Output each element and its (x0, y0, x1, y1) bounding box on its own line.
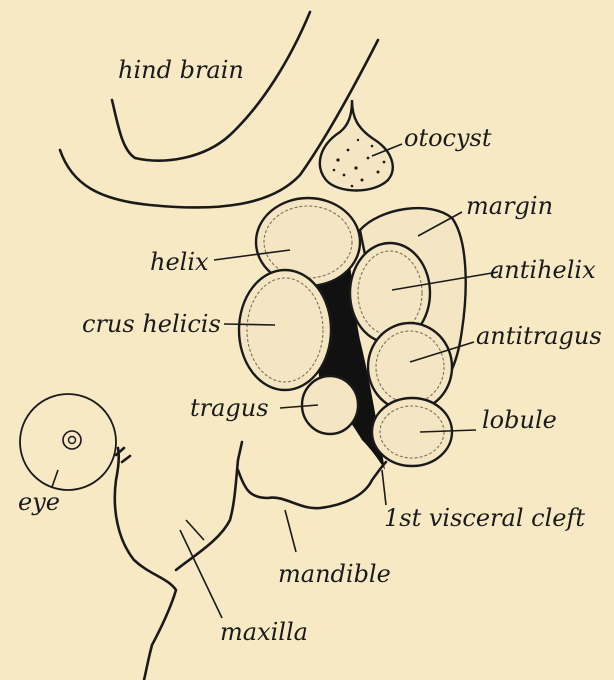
crus-helicis-lobe (239, 270, 331, 390)
label-first-visceral-cleft: 1st visceral cleft (384, 504, 585, 532)
label-margin: margin (466, 192, 553, 220)
label-tragus: tragus (190, 394, 269, 422)
label-otocyst: otocyst (404, 124, 492, 152)
mandible-outline (176, 442, 242, 570)
label-crus-helicis: crus helicis (82, 310, 221, 338)
label-hind-brain: hind brain (118, 56, 244, 84)
label-mandible: mandible (278, 560, 391, 588)
otocyst-shape (320, 100, 393, 191)
label-antitragus: antitragus (476, 322, 602, 350)
mandible-lower-contour (238, 462, 386, 508)
eye-shape (20, 394, 116, 490)
label-lobule: lobule (482, 406, 557, 434)
label-maxilla: maxilla (220, 618, 308, 646)
label-eye: eye (18, 488, 60, 516)
label-helix: helix (150, 248, 209, 276)
label-antihelix: antihelix (490, 256, 596, 284)
hind-brain-outer-contour (112, 12, 310, 161)
maxilla-outline (115, 448, 176, 680)
